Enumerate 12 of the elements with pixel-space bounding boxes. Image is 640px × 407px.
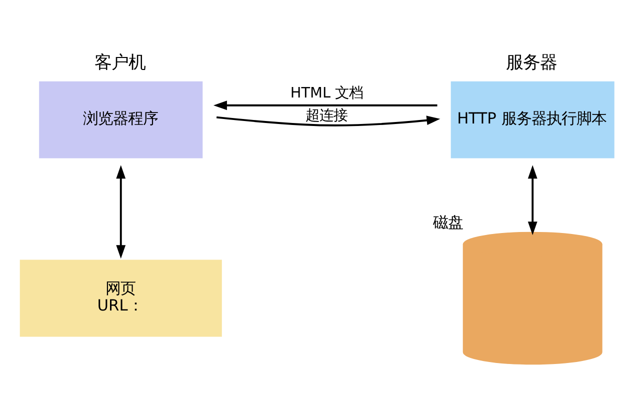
edge-label: HTML 文档: [290, 86, 364, 102]
edge-label: 超连接: [306, 108, 348, 124]
arrow: [116, 165, 126, 259]
node-label: 客户机: [94, 53, 146, 74]
arrow: [216, 116, 440, 126]
node-box: 网页 URL：: [20, 260, 222, 337]
node-box: HTTP 服务器执行脚本: [450, 81, 614, 158]
arrow: [213, 100, 438, 110]
node-label: 磁盘: [432, 213, 463, 232]
node-label: 服务器: [506, 53, 558, 74]
arrow: [528, 165, 538, 236]
node-box: 浏览器程序: [39, 81, 203, 158]
